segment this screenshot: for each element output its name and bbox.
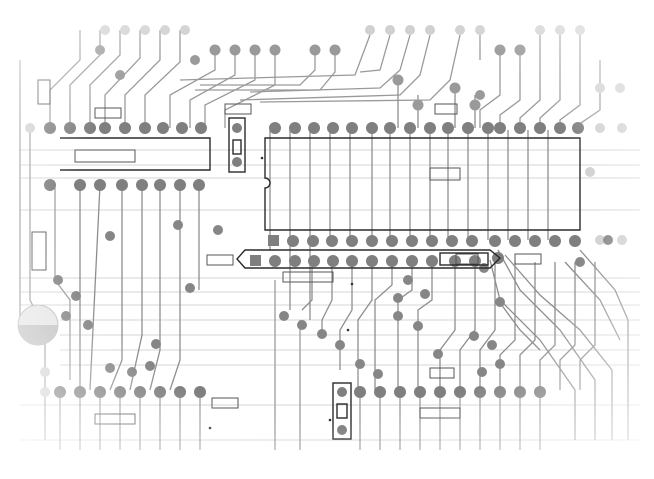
main-ic-body [264, 137, 581, 231]
left-dip-top-row [44, 122, 207, 134]
top-connector-traces [49, 30, 601, 128]
faint-edge-pads [25, 25, 627, 397]
main-ic-bottom-row [268, 235, 581, 247]
left-dip-bottom-row [44, 179, 205, 191]
round-component [17, 304, 59, 346]
main-ic-top-row [269, 122, 584, 134]
bottom-right-row [354, 386, 546, 398]
